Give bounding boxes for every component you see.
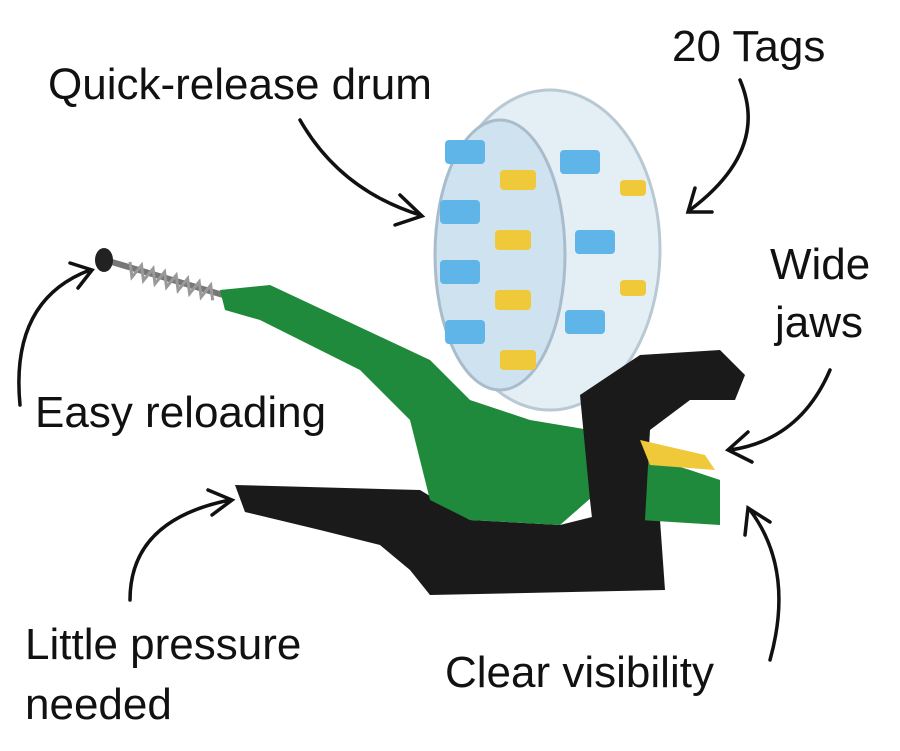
label-wide-jaws-line2: jaws [775, 298, 864, 347]
label-wide-jaws-line1: Wide [770, 240, 871, 289]
rod-cap [95, 248, 113, 272]
spring [128, 261, 215, 301]
green-body [220, 285, 600, 525]
arrow-reloading [17, 261, 95, 407]
tag-drum [433, 88, 662, 412]
label-quick-release-drum: Quick-release drum [48, 60, 432, 109]
label-clear-visibility: Clear visibility [445, 648, 714, 697]
label-easy-reloading: Easy reloading [35, 388, 327, 437]
label-20-tags: 20 Tags [672, 22, 826, 71]
jaw-tag [640, 440, 715, 470]
label-little-pressure-line1: Little pressure [25, 620, 302, 669]
annotation-arrows [17, 78, 832, 662]
arrow-jaws [724, 368, 832, 464]
jaw-head [580, 350, 745, 590]
arrow-pressure [128, 488, 236, 602]
arrow-visibility [743, 505, 781, 662]
arrow-tags [685, 78, 750, 214]
label-little-pressure-line2: needed [25, 680, 172, 729]
arrow-drum [298, 118, 426, 227]
base-handle [235, 485, 665, 595]
